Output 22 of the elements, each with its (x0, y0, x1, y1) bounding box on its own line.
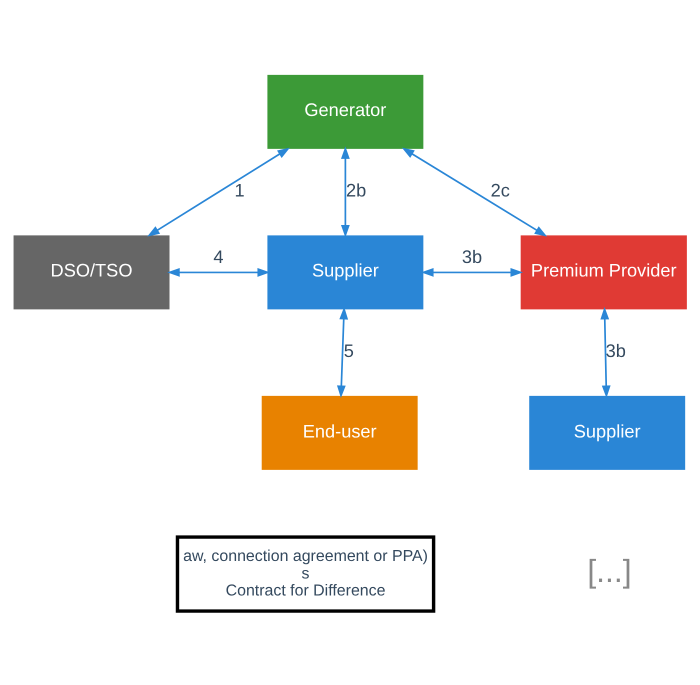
arrow (401, 147, 547, 236)
edge-label: 3b (461, 246, 482, 267)
edge-label: 5 (343, 340, 354, 360)
arrow (420, 268, 523, 276)
edge-label: 1 (234, 180, 244, 200)
node-box: aw, connection agreement or PPA) s Contract for Difference (175, 534, 435, 612)
arrow (166, 268, 270, 276)
node-box: End-user (261, 395, 418, 470)
node-box: Supplier (266, 234, 423, 309)
node-box: DSO/TSO (13, 234, 169, 309)
arrow (600, 306, 610, 398)
arrow (146, 147, 290, 236)
edge-label: 2b (346, 180, 366, 200)
edge-label: 3b (605, 340, 626, 360)
label: [...] (586, 552, 632, 588)
node-box: Premium Provider (520, 234, 686, 309)
node-box: Generator (266, 74, 423, 148)
edge-label: 2c (490, 180, 510, 200)
arrow (336, 306, 348, 398)
edge-label: 4 (212, 246, 224, 267)
arrow (340, 146, 350, 238)
node-box: Supplier (528, 395, 685, 470)
